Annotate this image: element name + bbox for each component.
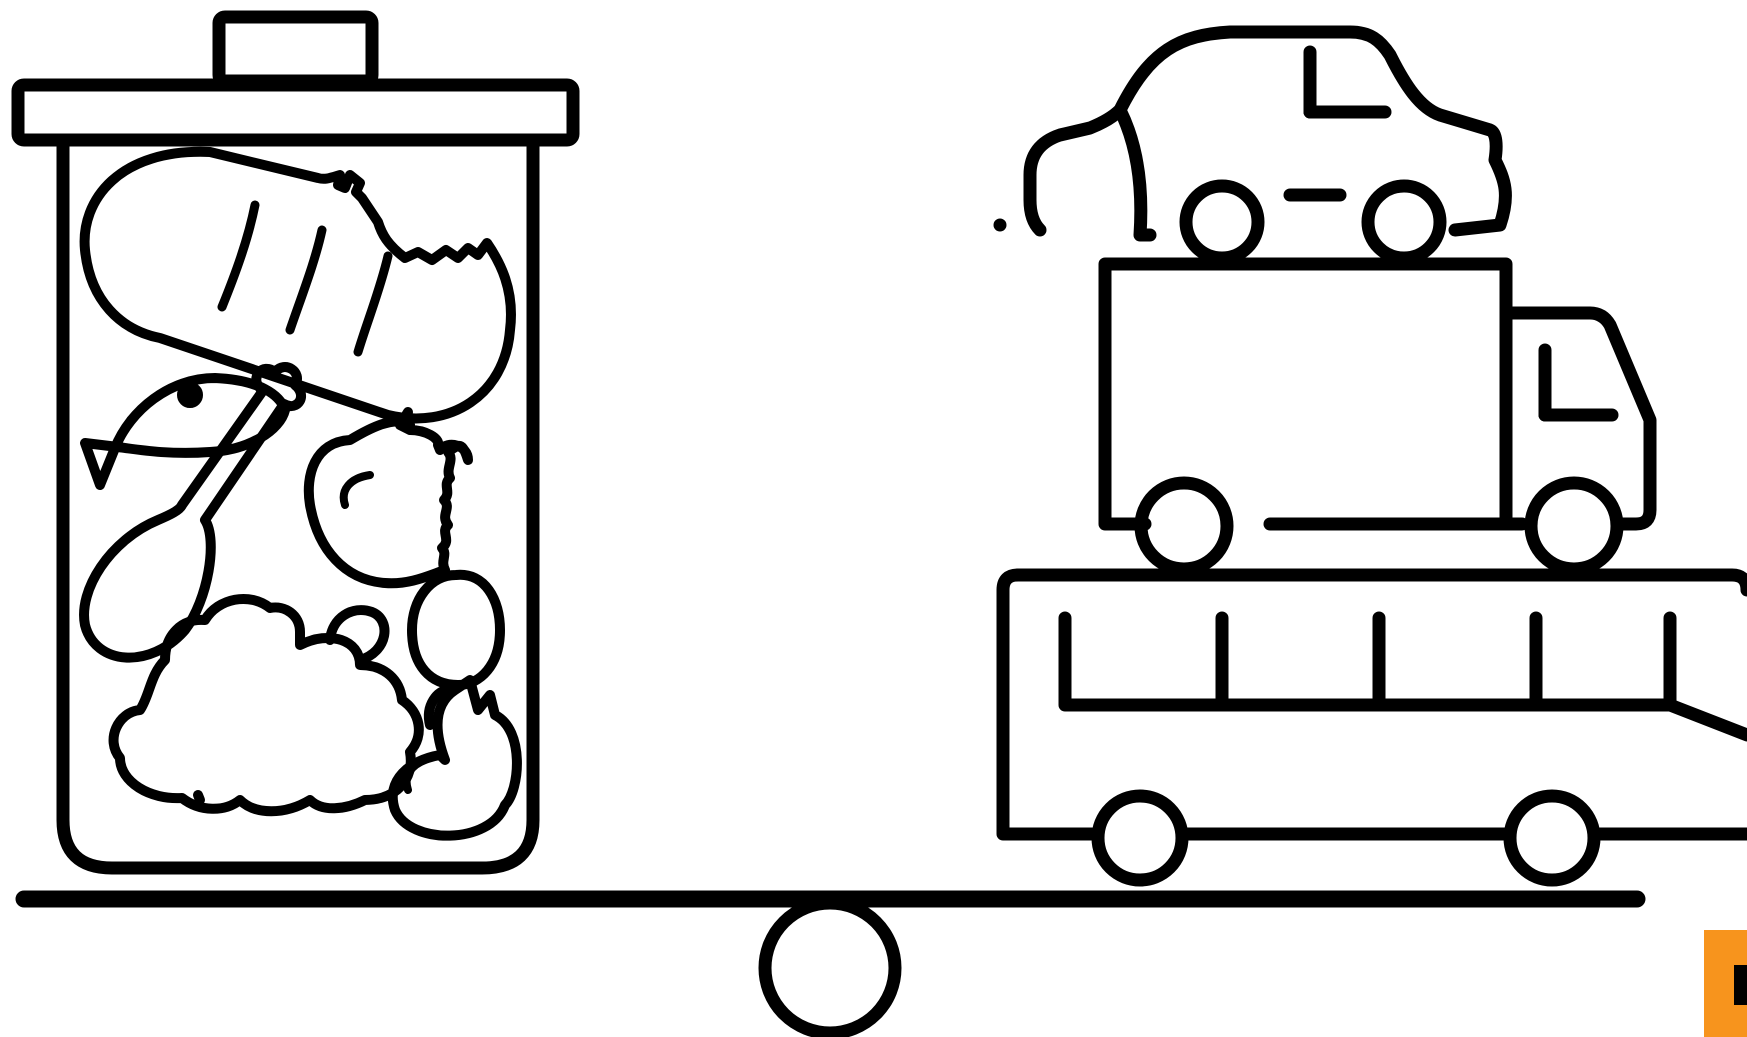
food-waste <box>84 152 517 836</box>
bitten-apple-icon <box>309 412 468 583</box>
car-wheel-rear <box>1368 186 1440 258</box>
truck-wheel-front <box>1141 483 1227 569</box>
trash-can-handle <box>219 17 372 81</box>
bus-window-line <box>1065 618 1747 735</box>
car-wheel-front <box>1186 186 1258 258</box>
chicken-leg-icon <box>84 367 301 658</box>
bus-wheel-front <box>1098 796 1182 880</box>
corner-badge <box>1704 930 1747 1037</box>
car-icon <box>1000 32 1505 258</box>
truck-icon <box>1105 264 1650 569</box>
broccoli-icon <box>114 599 419 811</box>
trash-can-lid <box>18 85 573 140</box>
bus-wheel-rear <box>1510 796 1594 880</box>
truck-wheel-rear <box>1531 483 1617 569</box>
seesaw-icon <box>24 899 1637 1033</box>
seesaw-fulcrum <box>765 903 895 1033</box>
bus-icon <box>1003 575 1747 880</box>
egg-icon <box>412 575 500 685</box>
